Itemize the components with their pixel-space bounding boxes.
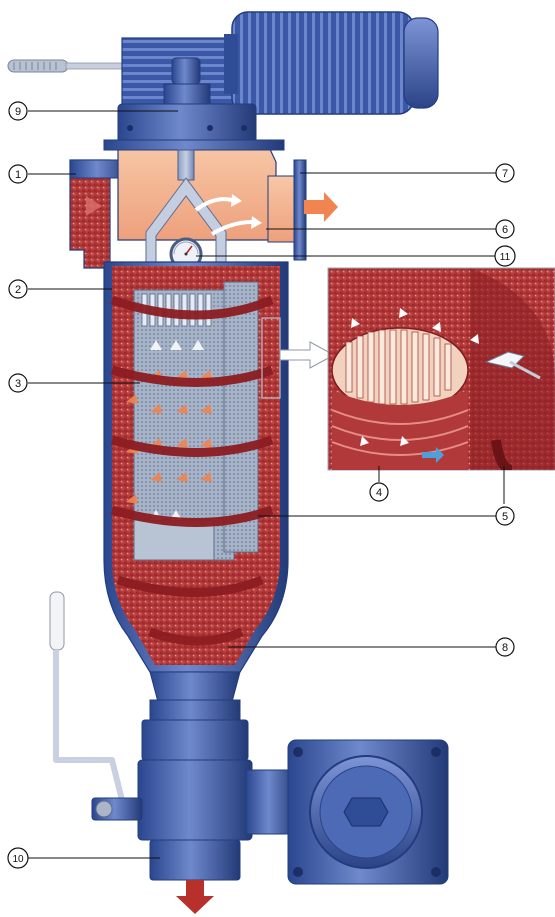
callout-8-label: 8 [502,642,508,654]
callout-8: 8 [496,638,514,656]
drive-motor [8,12,438,144]
outlet-arrow [304,192,338,222]
callout-1: 1 [9,165,27,183]
callout-5-label: 5 [502,511,508,523]
callout-4-label: 4 [376,487,382,499]
callout-2-label: 2 [15,284,21,296]
callout-7: 7 [496,164,514,182]
callout-10-label: 10 [12,854,24,865]
detail-inset [328,268,555,470]
callout-5: 5 [496,507,514,525]
callout-10: 10 [8,848,28,868]
electric-motor [232,12,414,114]
callout-6: 6 [496,220,514,238]
drain-valve [138,760,252,840]
callout-3-label: 3 [15,378,21,390]
callout-2: 2 [9,280,27,298]
callout-1-label: 1 [15,169,21,181]
callout-9-label: 9 [15,106,21,118]
housing-upper [70,140,338,274]
callout-9: 9 [9,102,27,120]
callout-11-label: 11 [500,252,511,263]
callout-4: 4 [370,483,388,501]
callout-6-label: 6 [502,224,508,236]
drain-arrow [176,880,214,914]
callout-7-label: 7 [502,168,508,180]
lever-grip [50,592,64,650]
housing-body [104,262,334,672]
callout-3: 3 [9,374,27,392]
callout-11: 11 [495,246,515,266]
